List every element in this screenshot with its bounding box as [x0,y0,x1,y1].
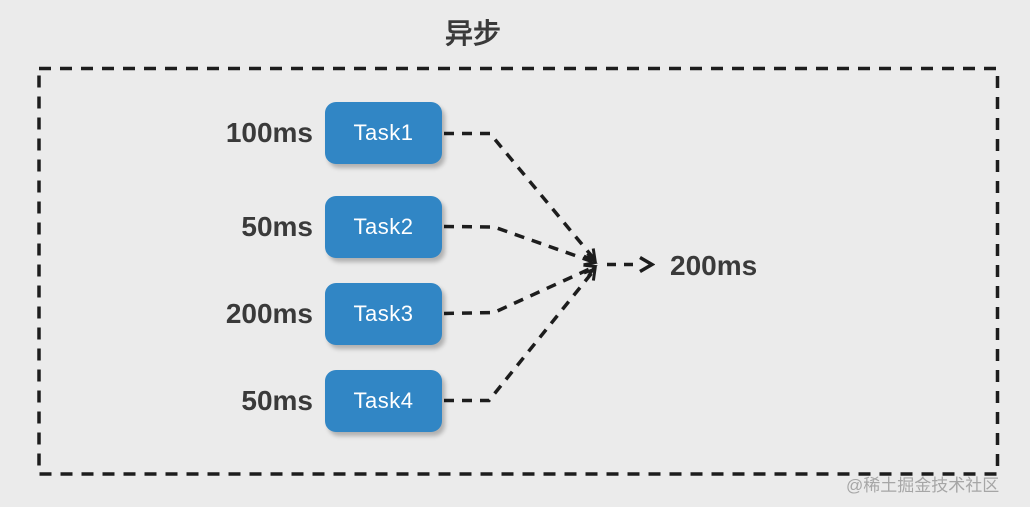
result-duration-label: 200ms [670,250,758,281]
task3-name: Task3 [353,301,414,326]
connector-task2 [443,224,598,267]
task1-duration-label: 100ms [225,117,313,148]
connector-task1 [444,131,597,263]
task3-duration-label: 200ms [225,298,313,329]
connector-task3 [443,263,598,316]
diagram-title: 异步 [444,18,502,49]
task2-duration-label: 50ms [241,211,313,242]
task4-name: Task4 [353,388,414,413]
task4-duration-label: 50ms [241,385,313,416]
task2-box: Task2 [325,196,442,258]
connector-task4 [444,266,597,403]
dashed-boundary-box [37,66,1000,476]
task2-name: Task2 [353,214,414,239]
task1-name: Task1 [353,120,414,145]
task1-box: Task1 [325,102,442,164]
watermark: @稀土掘金技术社区 [846,476,1000,495]
task3-box: Task3 [325,283,442,345]
task4-box: Task4 [325,370,442,432]
